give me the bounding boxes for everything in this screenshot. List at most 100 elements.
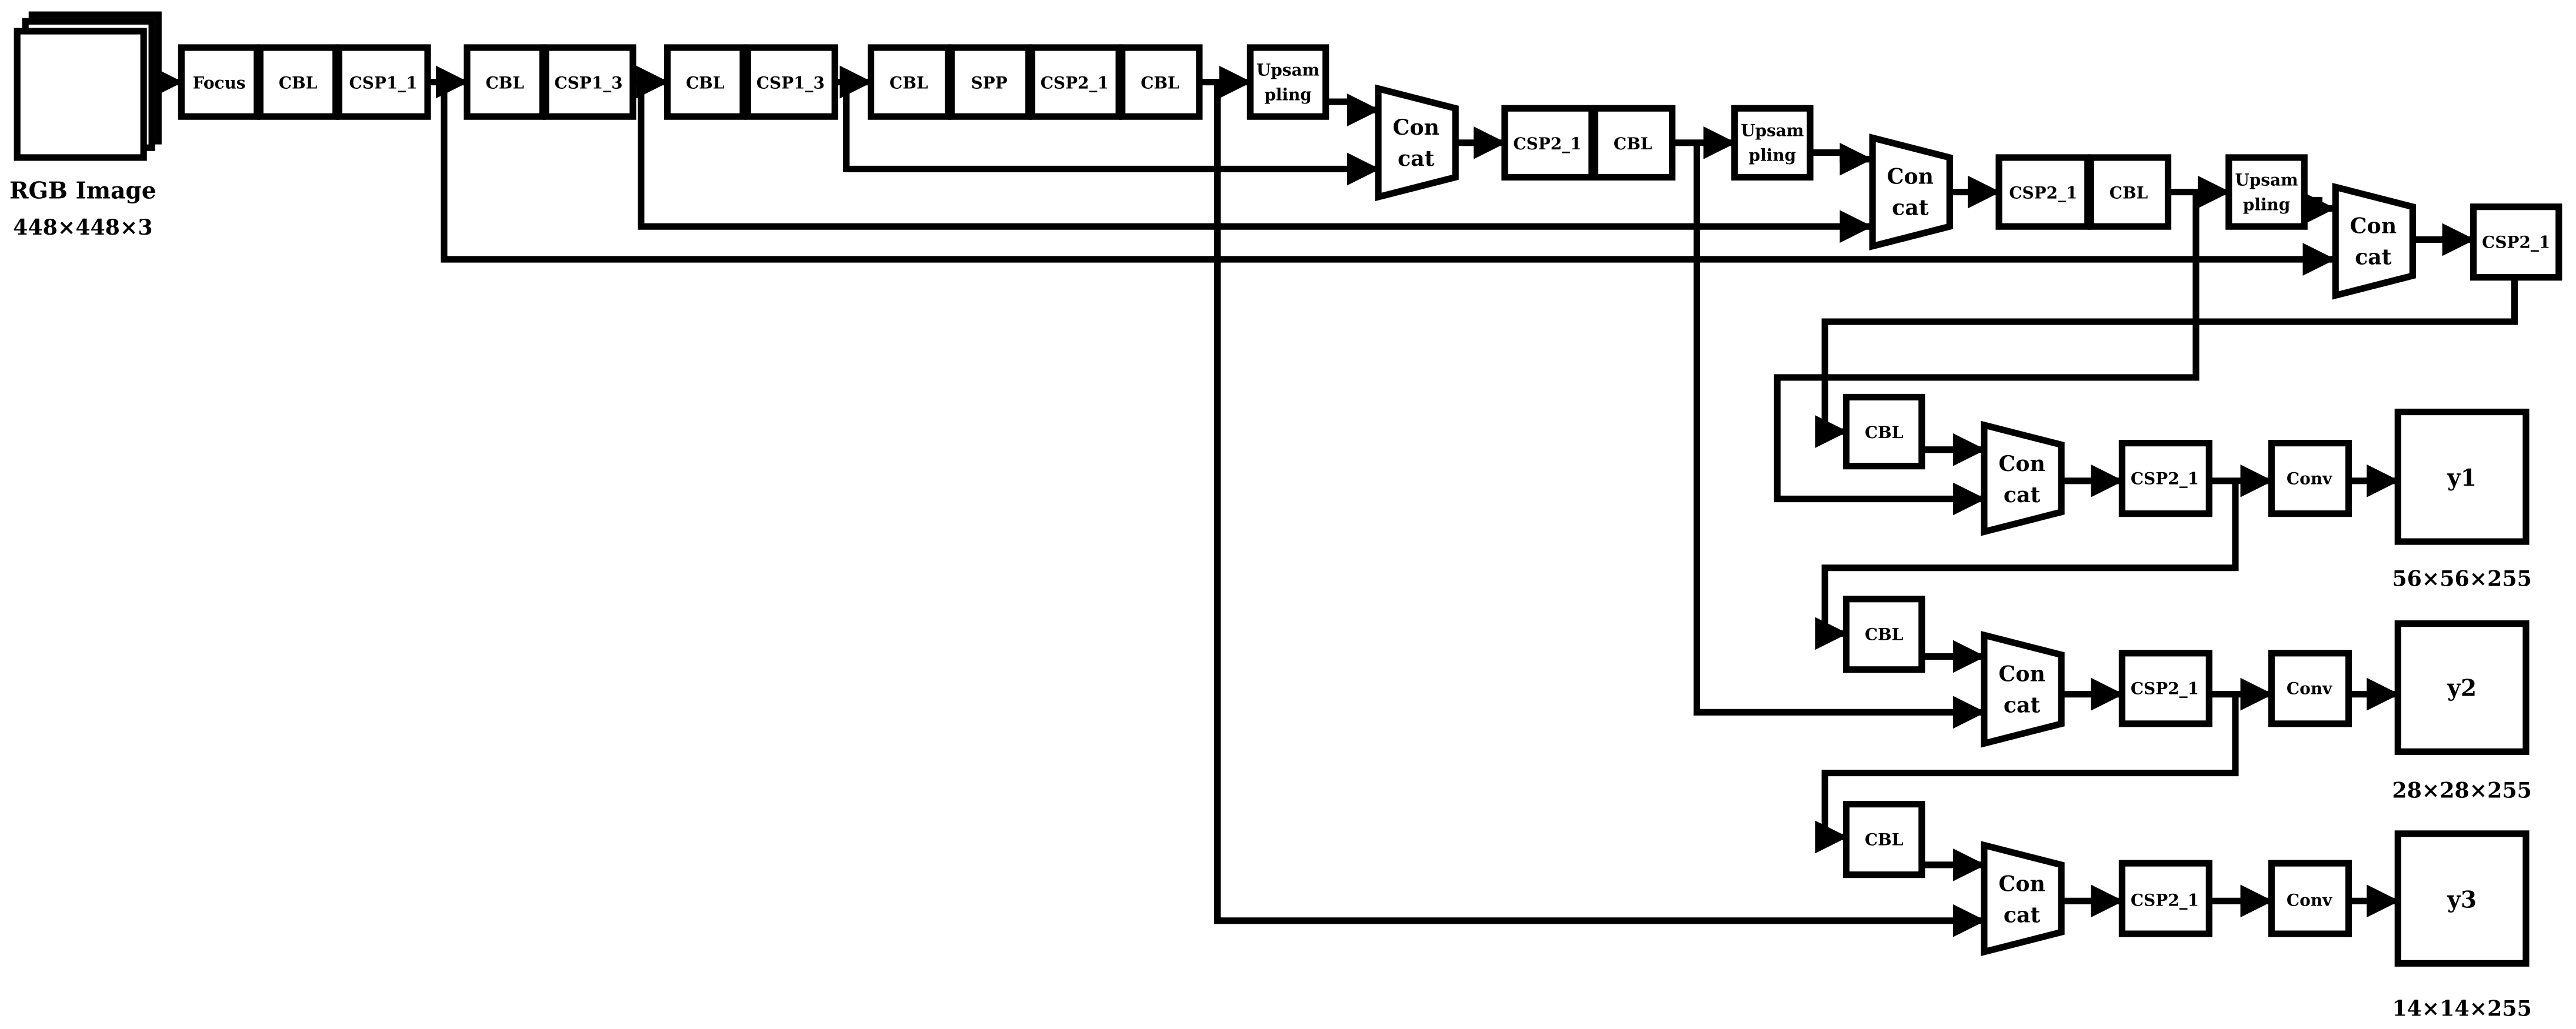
cbl-label: CBL (1865, 625, 1904, 644)
rgb-image-stack: RGB Image 448×448×3 (9, 11, 162, 240)
cbl-label: CBL (889, 74, 928, 93)
arrow-upsample-3-concat-3 (2302, 192, 2336, 225)
csp2-1-label: CSP2_1 (2131, 469, 2199, 488)
concat-label-line1: Con (1392, 115, 1439, 140)
skip-cbl-b-to-head1-concat (1774, 192, 2200, 516)
concat-node: Con cat (1981, 841, 2065, 957)
csp2-1-label: CSP2_1 (2009, 183, 2077, 203)
arrow-head2-csp-to-head3-cbl (1815, 694, 2239, 854)
upsampling-block: Upsam pling (2225, 154, 2308, 230)
cbl-block: CBL (1842, 393, 1925, 470)
cbl-label: CBL (686, 74, 725, 93)
input-size: 448×448×3 (13, 215, 152, 240)
cbl-block: CBL (2087, 154, 2172, 230)
input-title: RGB Image (9, 178, 156, 205)
csp2-1-block: CSP2_1 (2470, 203, 2562, 281)
concat-label-line2: cat (2355, 244, 2392, 269)
upsampling-label-line2: pling (1749, 146, 1797, 165)
conv-block: Conv (2268, 650, 2352, 727)
skip-csp1-3a-to-concat-2 (638, 82, 1873, 243)
arrow-head1-csp-to-head2-cbl (1815, 480, 2239, 650)
cbl-block: CBL (664, 44, 747, 120)
output-size: 28×28×255 (2392, 777, 2531, 803)
upsampling-label-line2: pling (1264, 85, 1312, 104)
cbl-label: CBL (1614, 134, 1652, 153)
csp2-1-block: CSP2_1 (2118, 440, 2212, 517)
conv-block: Conv (2268, 860, 2352, 937)
csp2-1-block: CSP2_1 (1995, 154, 2091, 230)
cbl-label: CBL (485, 74, 524, 93)
output-size: 14×14×255 (2392, 996, 2531, 1021)
csp2-1-block: CSP2_1 (2118, 650, 2212, 727)
upsampling-label-line1: Upsam (1741, 121, 1804, 141)
conv-label: Conv (2287, 469, 2332, 488)
concat-node: Con cat (2332, 182, 2416, 300)
head-1: CBL Con cat CSP2_1 Conv y1 56×56×255 (1842, 393, 2532, 591)
head-3: CBL Con cat CSP2_1 Conv y3 14×14×255 (1842, 801, 2532, 1021)
skip-csp1-1-to-concat-3 (441, 82, 2336, 276)
csp1-3-label: CSP1_3 (757, 74, 825, 93)
csp2-1-label: CSP2_1 (2131, 679, 2199, 699)
concat-node: Con cat (1981, 630, 2065, 748)
neck: Upsam pling Con cat CSP2_1 CBL Upsam pli… (1247, 44, 2562, 300)
output-size: 56×56×255 (2392, 566, 2531, 591)
output-y2: y2 (2394, 620, 2530, 755)
output-label: y2 (2447, 674, 2477, 701)
upsampling-label-line1: Upsam (2235, 170, 2298, 189)
concat-label-line2: cat (2004, 692, 2041, 717)
connection-lines (150, 65, 2518, 937)
output-y1: y1 (2394, 408, 2530, 545)
upsampling-block: Upsam pling (1247, 44, 1329, 120)
upsampling-label-line2: pling (2243, 195, 2291, 214)
cbl-label: CBL (1141, 74, 1179, 93)
concat-node: Con cat (1869, 133, 1953, 250)
output-y3: y3 (2394, 830, 2530, 967)
concat-label-line2: cat (2004, 903, 2041, 928)
spp-label: SPP (971, 74, 1007, 93)
conv-label: Conv (2287, 679, 2332, 699)
cbl-block: CBL (464, 44, 546, 120)
cbl-label: CBL (1865, 423, 1904, 442)
head-2: CBL Con cat CSP2_1 Conv y2 28×28×255 (1842, 596, 2532, 803)
arrow-upsample-1-concat-1 (1325, 93, 1380, 126)
csp2-1-block: CSP2_1 (1028, 44, 1122, 120)
csp2-1-block: CSP2_1 (1501, 105, 1595, 181)
arrow-csp-c-to-head1-cbl (1815, 277, 2518, 448)
focus-label: Focus (193, 74, 246, 93)
cbl-block: CBL (1842, 801, 1925, 878)
conv-label: Conv (2287, 891, 2332, 910)
concat-label-line2: cat (1892, 195, 1929, 220)
csp1-3-block: CSP1_3 (744, 44, 838, 120)
backbone: Focus CBL CSP1_1 CBL CSP1_3 CBL CSP1_3 (178, 44, 1203, 120)
concat-label-line1: Con (1887, 164, 1934, 189)
concat-label-line1: Con (1998, 871, 2045, 897)
csp2-1-label: CSP2_1 (2131, 891, 2199, 910)
concat-label-line2: cat (2004, 482, 2041, 507)
upsampling-label-line1: Upsam (1257, 60, 1319, 79)
spp-block: SPP (948, 44, 1032, 120)
csp1-3-block: CSP1_3 (542, 44, 636, 120)
output-label: y1 (2447, 465, 2477, 492)
concat-label-line1: Con (2350, 213, 2397, 238)
cbl-block: CBL (256, 44, 339, 120)
cbl-label: CBL (1865, 830, 1904, 849)
cbl-block: CBL (867, 44, 952, 120)
csp2-1-label: CSP2_1 (1513, 134, 1581, 153)
focus-block: Focus (178, 44, 261, 120)
concat-label-line1: Con (1998, 661, 2045, 686)
image-layer-front (14, 28, 147, 161)
concat-label-line1: Con (1998, 451, 2045, 476)
skip-csp1-3b-to-concat-1 (843, 82, 1380, 186)
cbl-label: CBL (279, 74, 318, 93)
csp1-3-label: CSP1_3 (554, 74, 622, 93)
csp1-1-block: CSP1_1 (335, 44, 431, 120)
csp2-1-label: CSP2_1 (2482, 232, 2550, 252)
skip-cbl-a-to-head2-concat (1693, 142, 1986, 729)
skip-cbl-to-head3-concat (1214, 82, 1986, 937)
cbl-block: CBL (1842, 596, 1925, 673)
concat-label-line2: cat (1398, 146, 1435, 171)
cbl-label: CBL (2110, 183, 2148, 203)
cbl-block: CBL (1591, 105, 1676, 181)
cbl-block: CBL (1119, 44, 1203, 120)
